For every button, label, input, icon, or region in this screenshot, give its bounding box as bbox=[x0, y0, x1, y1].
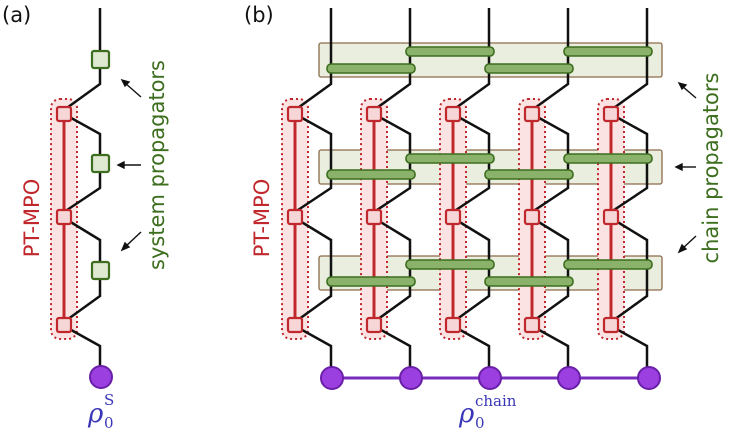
pt-mpo-nodes-b bbox=[286, 105, 620, 334]
arrow-line-1 bbox=[124, 82, 142, 98]
pt-mpo-node-a-1 bbox=[55, 105, 73, 123]
pt-mpo-label-a: PT-MPO bbox=[20, 179, 44, 257]
arrow-head-1 bbox=[120, 78, 131, 88]
pt-mpo-node-b-5-3 bbox=[602, 316, 620, 334]
system-initial-state-node bbox=[89, 365, 113, 389]
panel-a: (a) PT-MPO system propagators bbox=[2, 3, 169, 432]
chain-initial-node-4 bbox=[557, 366, 581, 390]
chain-initial-node-2 bbox=[399, 366, 423, 390]
chain-propagators-label: chain propagators bbox=[699, 73, 723, 264]
chain-arrow-head-1 bbox=[677, 81, 688, 91]
rho-sup-a: S bbox=[104, 391, 114, 409]
panel-b: (b) bbox=[244, 3, 723, 432]
system-propagator-1 bbox=[90, 49, 111, 70]
chain-gate-l1-d bbox=[484, 63, 574, 74]
pt-mpo-node-a-2 bbox=[55, 208, 73, 226]
pt-mpo-node-b-2-1 bbox=[365, 105, 383, 123]
system-propagator-3 bbox=[90, 260, 111, 281]
panel-a-label: (a) bbox=[2, 3, 31, 27]
rho-symbol-a: ρ bbox=[87, 399, 104, 429]
pt-mpo-node-b-3-3 bbox=[444, 316, 462, 334]
pt-mpo-node-b-1-3 bbox=[286, 316, 304, 334]
system-propagator-2 bbox=[90, 153, 111, 174]
chain-gate-l3-d bbox=[484, 276, 574, 287]
chain-gate-l2-d bbox=[484, 169, 574, 180]
pt-mpo-node-b-3-1 bbox=[444, 105, 462, 123]
system-state-label: ρ bbox=[87, 399, 104, 429]
chain-gate-l1-c bbox=[326, 63, 416, 74]
arrow-line-3 bbox=[124, 231, 142, 248]
chain-gate-l3-c bbox=[326, 276, 416, 287]
rho-sub-b: 0 bbox=[475, 414, 485, 432]
system-propagators-label: system propagators bbox=[145, 60, 169, 270]
chain-gate-l1-b bbox=[563, 46, 653, 57]
chain-arrow-line-1 bbox=[681, 85, 697, 99]
pt-mpo-node-b-1-1 bbox=[286, 105, 304, 123]
pt-mpo-node-b-2-2 bbox=[365, 208, 383, 226]
pt-mpo-node-b-1-2 bbox=[286, 208, 304, 226]
chain-initial-node-5 bbox=[637, 366, 661, 390]
chain-state-label: ρ bbox=[458, 399, 475, 429]
chain-gate-l1-a bbox=[405, 46, 495, 57]
chain-propagator-gates bbox=[326, 46, 653, 287]
pt-mpo-label-b: PT-MPO bbox=[250, 179, 274, 257]
arrow-head-3 bbox=[120, 241, 131, 252]
arrow-head-2 bbox=[116, 160, 125, 170]
chain-gate-l2-b bbox=[563, 153, 653, 164]
rho-symbol-b: ρ bbox=[458, 399, 475, 429]
rho-sub-a: 0 bbox=[104, 414, 114, 432]
chain-gate-l2-a bbox=[405, 153, 495, 164]
pt-mpo-node-b-4-2 bbox=[523, 208, 541, 226]
system-propagator-arrows bbox=[116, 78, 142, 252]
chain-gate-l3-a bbox=[405, 259, 495, 270]
chain-initial-node-1 bbox=[320, 366, 344, 390]
pt-mpo-node-b-3-2 bbox=[444, 208, 462, 226]
panel-b-label: (b) bbox=[244, 3, 274, 27]
chain-gate-l2-c bbox=[326, 169, 416, 180]
chain-initial-state-nodes bbox=[320, 366, 661, 390]
pt-mpo-node-b-2-3 bbox=[365, 316, 383, 334]
pt-mpo-node-b-5-2 bbox=[602, 208, 620, 226]
pt-mpo-node-b-5-1 bbox=[602, 105, 620, 123]
rho-sup-b: chain bbox=[475, 392, 517, 410]
chain-propagator-arrows bbox=[674, 81, 697, 254]
chain-initial-node-3 bbox=[478, 366, 502, 390]
pt-mpo-node-a-3 bbox=[55, 316, 73, 334]
chain-arrow-head-2 bbox=[674, 162, 683, 172]
chain-gate-l3-b bbox=[563, 259, 653, 270]
chain-arrow-head-3 bbox=[677, 243, 688, 254]
pt-mpo-node-b-4-1 bbox=[523, 105, 541, 123]
pt-mpo-node-b-4-3 bbox=[523, 316, 541, 334]
